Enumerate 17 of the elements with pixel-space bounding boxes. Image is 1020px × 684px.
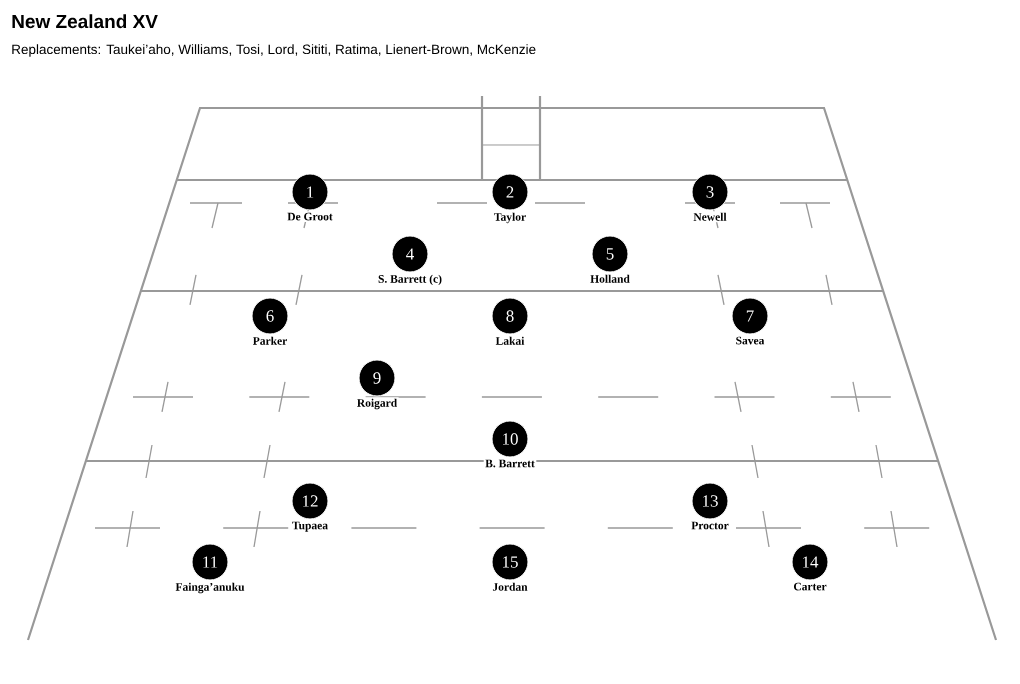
player-name: Roigard [355, 397, 399, 411]
player-name: Fainga’anuku [174, 581, 246, 595]
player-name: Holland [588, 273, 632, 285]
player-name: Taylor [492, 211, 528, 225]
player-name: Proctor [689, 520, 731, 531]
player-name: S. Barrett (c) [376, 273, 444, 287]
player-name: Lakai [494, 335, 526, 347]
player-name: Tupaea [290, 520, 330, 534]
player-name: Parker [251, 335, 289, 347]
player-name: Newell [691, 211, 729, 223]
title: New Zealand XV [12, 14, 158, 29]
player-name: De Groot [285, 211, 335, 222]
player-name: Carter [791, 581, 829, 592]
subtitle: Replacements: Taukei’aho, Williams, Tosi, Lord, Sititi, Ratima, Lienert-Brown, McKenzie [12, 44, 536, 57]
player-name: Savea [734, 335, 766, 346]
player-name: B. Barrett [483, 458, 537, 469]
player-name: Jordan [490, 581, 530, 593]
